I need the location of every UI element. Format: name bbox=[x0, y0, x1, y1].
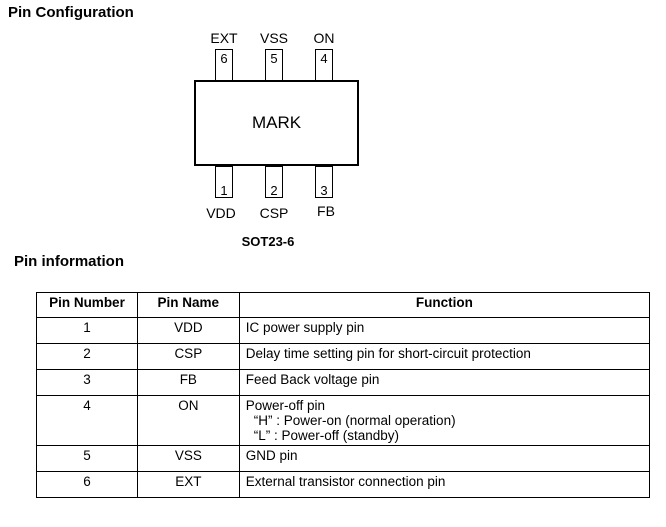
pin-name-cell: ON bbox=[136, 395, 240, 446]
pin-number-cell: 2 bbox=[36, 343, 138, 370]
pin-3-box: 3 bbox=[315, 166, 333, 198]
function-main-text: Power-off pin bbox=[245, 398, 326, 413]
table-row: 2 CSP Delay time setting pin for short-c… bbox=[36, 343, 651, 370]
pin-4-name: ON bbox=[313, 30, 335, 46]
pin-number-cell: 5 bbox=[36, 445, 138, 472]
function-cell: GND pin bbox=[238, 445, 651, 472]
pin-2-name: CSP bbox=[259, 205, 289, 221]
table-row: 3 FB Feed Back voltage pin bbox=[36, 369, 651, 396]
pin-5-box: 5 bbox=[265, 49, 283, 81]
pin-1-box: 1 bbox=[215, 166, 233, 198]
pin-name-cell: EXT bbox=[136, 471, 240, 498]
pin-information-title: Pin information bbox=[14, 253, 124, 270]
pin-1-name: VDD bbox=[206, 205, 236, 221]
pin-6-box: 6 bbox=[215, 49, 233, 81]
pin-number-cell: 4 bbox=[36, 395, 138, 446]
table-row: 1 VDD IC power supply pin bbox=[36, 317, 651, 344]
pin-3-name: FB bbox=[317, 203, 335, 219]
function-cell: Feed Back voltage pin bbox=[238, 369, 651, 396]
pin-name-cell: FB bbox=[136, 369, 240, 396]
table-row: 6 EXT External transistor connection pin bbox=[36, 471, 651, 498]
pin-6-name: EXT bbox=[210, 30, 238, 46]
table-header-row: Pin Number Pin Name Function bbox=[36, 292, 651, 318]
pin-number-cell: 3 bbox=[36, 369, 138, 396]
function-sub-line: “H” : Power-on (normal operation) bbox=[253, 413, 456, 428]
pin-name-cell: VDD bbox=[136, 317, 240, 344]
pin-2-box: 2 bbox=[265, 166, 283, 198]
pin-4-box: 4 bbox=[315, 49, 333, 81]
package-name: SOT23-6 bbox=[241, 234, 295, 249]
pin-name-cell: CSP bbox=[136, 343, 240, 370]
header-pin-number: Pin Number bbox=[36, 292, 138, 318]
function-cell: Power-off pin “H” : Power-on (normal ope… bbox=[238, 395, 651, 446]
pin-5-name: VSS bbox=[259, 30, 288, 46]
pin-name-cell: VSS bbox=[136, 445, 240, 472]
chip-body: MARK bbox=[194, 80, 359, 166]
table-row: 5 VSS GND pin bbox=[36, 445, 651, 472]
table-row: 4 ON Power-off pin “H” : Power-on (norma… bbox=[36, 395, 651, 446]
pin-configuration-title: Pin Configuration bbox=[8, 4, 134, 21]
pin-number-cell: 6 bbox=[36, 471, 138, 498]
function-sub-line: “L” : Power-off (standby) bbox=[253, 428, 400, 443]
header-pin-name: Pin Name bbox=[136, 292, 240, 318]
chip-mark: MARK bbox=[251, 113, 302, 132]
function-cell: External transistor connection pin bbox=[238, 471, 651, 498]
pin-number-cell: 1 bbox=[36, 317, 138, 344]
header-function: Function bbox=[238, 292, 651, 318]
function-cell: Delay time setting pin for short-circuit… bbox=[238, 343, 651, 370]
pin-information-table: Pin Number Pin Name Function 1 VDD IC po… bbox=[36, 292, 651, 498]
function-cell: IC power supply pin bbox=[238, 317, 651, 344]
